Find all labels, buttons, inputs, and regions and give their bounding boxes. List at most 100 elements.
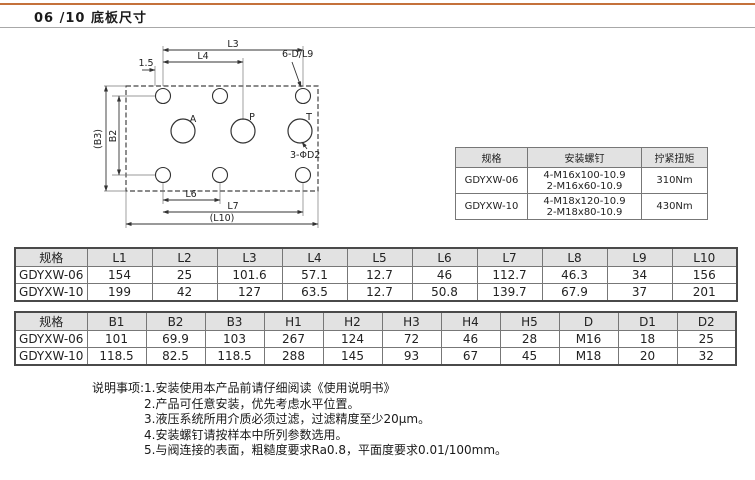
col-header: H1 [263,311,324,331]
screw-line: 2-M18x80-10.9 [546,206,623,218]
dim-cell: 28 [499,330,560,348]
dim-label-l10: (L10) [210,213,235,224]
plate-outline [125,85,319,192]
table-header-row: 规格 安装螺钉 拧紧扭矩 [455,147,708,168]
screw-line: 4-M16x100-10.9 [543,169,626,181]
dim-cell: 67 [440,347,501,366]
dim-cell: 20 [617,347,678,366]
dim-cell: 145 [322,347,383,366]
port-label-t: T [305,112,312,123]
note-item: 5.与阀连接的表面，粗糙度要求Ra0.8，平面度要求0.01/100mm。 [144,443,508,457]
page-title: 06 /10 底板尺寸 [34,11,147,26]
col-header: L5 [346,247,413,267]
notes-items: 1.安装使用本产品前请仔细阅读《使用说明书》 2.产品可任意安装，优先考虑水平位… [144,381,507,459]
col-header: L6 [411,247,478,267]
callout-6-holes: 6-D/L9 [282,49,313,60]
mounting-holes [154,87,312,184]
dim-cell: 103 [204,330,265,348]
dim-cell: 25 [151,266,218,284]
spec-cell: GDYXW-06 [455,167,528,194]
extension-lines [104,46,319,228]
dimension-lines [104,48,319,226]
col-header: L3 [216,247,283,267]
screw-line: 2-M16x60-10.9 [546,180,623,192]
dim-cell: 93 [381,347,442,366]
col-header: L9 [606,247,673,267]
accent-top-rule [0,3,755,5]
dim-cell: 101.6 [216,266,283,284]
dim-cell: 63.5 [281,283,348,302]
callout-3-holes: 3-ΦD2 [290,150,320,161]
col-header: L10 [671,247,738,267]
dim-cell: 118.5 [204,347,265,366]
port-label-a: A [190,114,197,125]
table-header-row: 规格 B1 B2 B3 H1 H2 H3 H4 H5 D D1 D2 [14,311,737,331]
col-header: L4 [281,247,348,267]
header-divider [0,27,755,28]
col-header: L1 [86,247,153,267]
dim-cell: 118.5 [86,347,147,366]
spec-cell: GDYXW-06 [14,266,88,284]
screws-cell: 4-M16x100-10.9 2-M16x60-10.9 [527,167,642,194]
dim-cell: 12.7 [346,283,413,302]
dim-cell: 46 [411,266,478,284]
note-item: 3.液压系统所用介质必须过滤，过滤精度至少20μm。 [144,412,431,426]
dim-cell: 124 [322,330,383,348]
dim-cell: 25 [676,330,737,348]
dim-cell: 156 [671,266,738,284]
dim-label-b3: (B3) [93,129,104,149]
spec-cell: GDYXW-10 [14,283,88,302]
table-row: GDYXW-06 154 25 101.6 57.1 12.7 46 112.7… [14,266,738,284]
col-header: 规格 [14,311,88,331]
dim-cell: 101 [86,330,147,348]
col-header: D2 [676,311,737,331]
dim-cell: 34 [606,266,673,284]
dim-label-l3: L3 [227,39,238,50]
dim-cell: 37 [606,283,673,302]
dim-label-b2: B2 [108,130,119,143]
dim-cell: 127 [216,283,283,302]
col-header: 规格 [14,247,88,267]
col-header: L7 [476,247,543,267]
table-row: GDYXW-10 199 42 127 63.5 12.7 50.8 139.7… [14,283,738,302]
dim-label-l7: L7 [227,201,238,212]
dim-cell: 69.9 [145,330,206,348]
dim-cell: 45 [499,347,560,366]
table-row: GDYXW-06 101 69.9 103 267 124 72 46 28 M… [14,330,737,348]
dim-cell: 288 [263,347,324,366]
spec-cell: GDYXW-06 [14,330,88,348]
note-item: 1.安装使用本产品前请仔细阅读《使用说明书》 [144,381,396,395]
l-dimensions-table: 规格 L1 L2 L3 L4 L5 L6 L7 L8 L9 L10 GDYXW-… [14,247,738,302]
dim-cell: 12.7 [346,266,413,284]
col-header: H3 [381,311,442,331]
col-header: B1 [86,311,147,331]
dim-cell: 18 [617,330,678,348]
note-item: 2.产品可任意安装，优先考虑水平位置。 [144,396,360,411]
col-header: H5 [499,311,560,331]
dim-cell: 199 [86,283,153,302]
note-item: 4.安装螺钉请按样本中所列参数选用。 [144,427,348,442]
notes-label: 说明事项: [92,381,145,395]
dim-cell: 32 [676,347,737,366]
col-header: B2 [145,311,206,331]
col-header: B3 [204,311,265,331]
b-dimensions-table: 规格 B1 B2 B3 H1 H2 H3 H4 H5 D D1 D2 GDYXW… [14,311,737,366]
dim-cell: 72 [381,330,442,348]
dim-cell: M16 [558,330,619,348]
dim-cell: 139.7 [476,283,543,302]
col-header: L2 [151,247,218,267]
screws-cell: 4-M18x120-10.9 2-M18x80-10.9 [527,193,642,220]
dim-cell: 112.7 [476,266,543,284]
plate-dimension-drawing: L3 L4 1.5 6-D/L9 A P T (B3) B2 3-ΦD2 L6 … [93,39,320,228]
dim-label-l6: L6 [185,189,196,200]
dim-cell: 46.3 [541,266,608,284]
dim-cell: 82.5 [145,347,206,366]
table-header-row: 规格 L1 L2 L3 L4 L5 L6 L7 L8 L9 L10 [14,247,738,267]
col-header-spec: 规格 [455,147,528,168]
table-row: GDYXW-10 118.5 82.5 118.5 288 145 93 67 … [14,347,737,366]
dim-cell: 57.1 [281,266,348,284]
dim-cell: 67.9 [541,283,608,302]
dim-cell: 50.8 [411,283,478,302]
port-holes [170,118,313,144]
col-header-torque: 拧紧扭矩 [641,147,708,168]
